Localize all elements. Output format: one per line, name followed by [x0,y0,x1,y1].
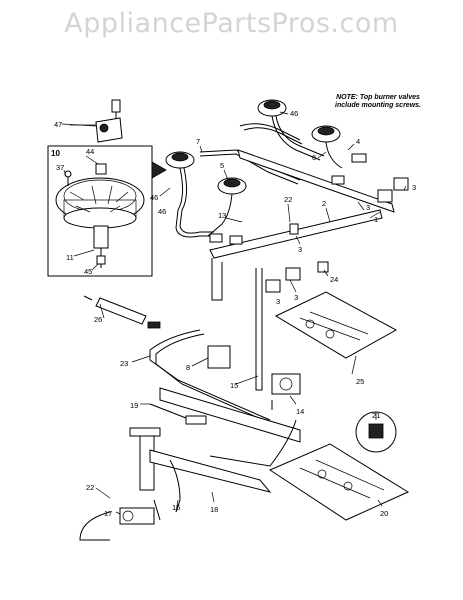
brackets [265,177,409,293]
leader-lines [61,111,407,515]
lower-manifold [149,329,301,443]
callout-3a: 3 [366,203,370,212]
callout-47: 47 [54,120,62,129]
note-line-1: NOTE: Top burner valves [336,94,420,101]
callout-3c: 3 [298,245,302,254]
part-19-electrode [149,403,207,425]
callout-20: 20 [380,509,388,518]
callout-23: 23 [120,359,128,368]
callout-11: 11 [66,253,74,262]
callout-18: 18 [210,505,218,514]
callout-3b: 3 [412,183,416,192]
watermark: AppliancePartsPros.com [64,8,399,39]
part-14-regulator [271,373,301,410]
callout-25: 25 [356,377,364,386]
callout-7: 7 [196,137,200,146]
callout-15: 15 [230,381,238,390]
note-line-2: include mounting screws. [335,102,421,109]
callout-2: 2 [322,199,326,208]
callout-24: 24 [330,275,338,284]
part-26-igniter [83,295,161,329]
part-20-shield [268,443,410,521]
callout-19: 19 [130,401,138,410]
callout-26: 26 [94,315,102,324]
callout-13: 13 [218,211,226,220]
oven-valve-assembly [79,419,297,541]
callout-16: 16 [172,503,180,512]
callout-4: 4 [356,137,360,146]
callout-8: 8 [186,363,190,372]
callout-37: 37 [56,163,64,172]
callout-3e: 3 [294,293,298,302]
callout-21: 21 [372,411,380,420]
callout-46: 46 [158,207,166,216]
callout-45: 45 [84,267,92,276]
callout-1: 1 [374,215,378,224]
note-text: NOTE: Top burner valves include mounting… [318,94,438,110]
callout-5: 5 [220,161,224,170]
part-25-shield [274,291,398,359]
callout-labels: 47 10 37 44 46 11 45 7 5 46 13 22 2 1 3 … [51,109,416,518]
inset-pointer [151,161,167,179]
callout-14: 14 [296,407,304,416]
callout-46-top: 46 [290,109,298,118]
callout-6: 6 [312,153,316,162]
callout-22: 22 [284,195,292,204]
inset-frame [47,145,153,277]
callout-17: 17 [104,509,112,518]
callout-44: 44 [86,147,94,156]
callout-22b: 22 [86,483,94,492]
callout-3d: 3 [276,297,280,306]
part-47-assembly [70,99,123,143]
inset-burner-detail [47,145,167,277]
callout-10: 10 [51,149,60,158]
callout-46-inset: 46 [150,193,158,202]
top-burners [165,99,341,195]
burner-valves [209,153,367,273]
